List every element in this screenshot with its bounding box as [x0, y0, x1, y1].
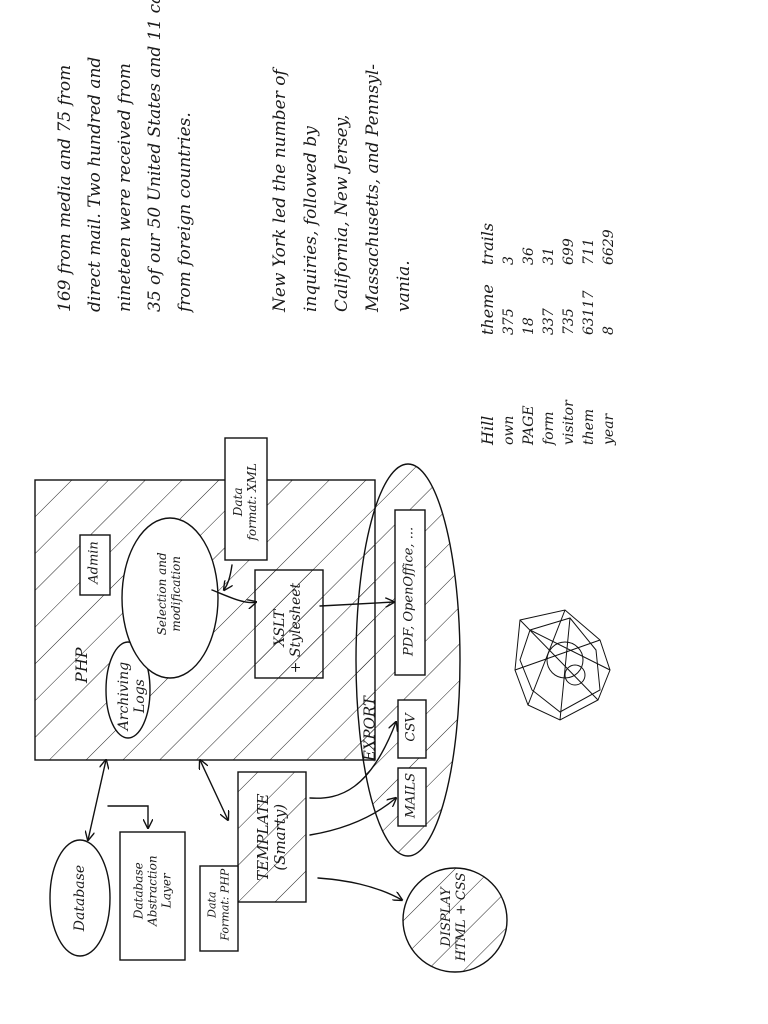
dal-box: [119, 831, 186, 961]
label-line: DISPLAY: [439, 887, 455, 947]
label-line: Layer: [158, 873, 173, 909]
dal-label: Database Abstraction Layer: [131, 846, 173, 936]
template-label: TEMPLATE (Smarty): [253, 787, 290, 887]
admin-label: Admin: [86, 541, 102, 584]
polyhedron-doodle: [514, 609, 611, 721]
label-line: Data: [231, 487, 246, 517]
xslt-box: [254, 569, 324, 679]
label-line: Database: [131, 862, 146, 920]
php-format-box: [199, 865, 239, 952]
data-format-php-label: Data Format: PHP: [205, 866, 231, 944]
pdf-label: PDF, OpenOffice, ...: [401, 526, 417, 657]
display-circle: [402, 867, 508, 973]
selection-label: Selection and modification: [155, 539, 184, 649]
csv-label: CSV: [403, 713, 419, 742]
label-line: Abstraction: [145, 855, 160, 926]
mails-label: MAILS: [403, 772, 419, 819]
export-label: EXPORT: [360, 696, 379, 762]
label-line: modification: [169, 555, 183, 632]
label-line: format: XML: [245, 463, 259, 541]
database-ellipse: [49, 839, 111, 957]
xslt-label: XSLT + Stylesheet: [272, 578, 304, 678]
template-box: [237, 771, 307, 903]
label-line: Selection and: [155, 552, 170, 636]
display-label: DISPLAY HTML + CSS: [439, 867, 470, 967]
xml-format-box: [224, 437, 268, 561]
label-line: Logs: [132, 679, 148, 714]
label-line: XSLT: [271, 609, 288, 647]
label-line: Data: [205, 891, 219, 918]
label-line: Format: PHP: [218, 868, 231, 941]
label-line: Archiving: [115, 661, 132, 731]
data-format-xml-label: Data format: XML: [231, 456, 260, 548]
archiving-logs-label: Archiving Logs: [116, 658, 148, 734]
label-line: TEMPLATE: [253, 793, 272, 881]
label-line: HTML + CSS: [454, 872, 469, 962]
label-line: + Stylesheet: [288, 582, 304, 674]
database-label: Database: [71, 864, 88, 932]
php-label: PHP: [71, 647, 91, 683]
label-line: (Smarty): [271, 803, 289, 871]
